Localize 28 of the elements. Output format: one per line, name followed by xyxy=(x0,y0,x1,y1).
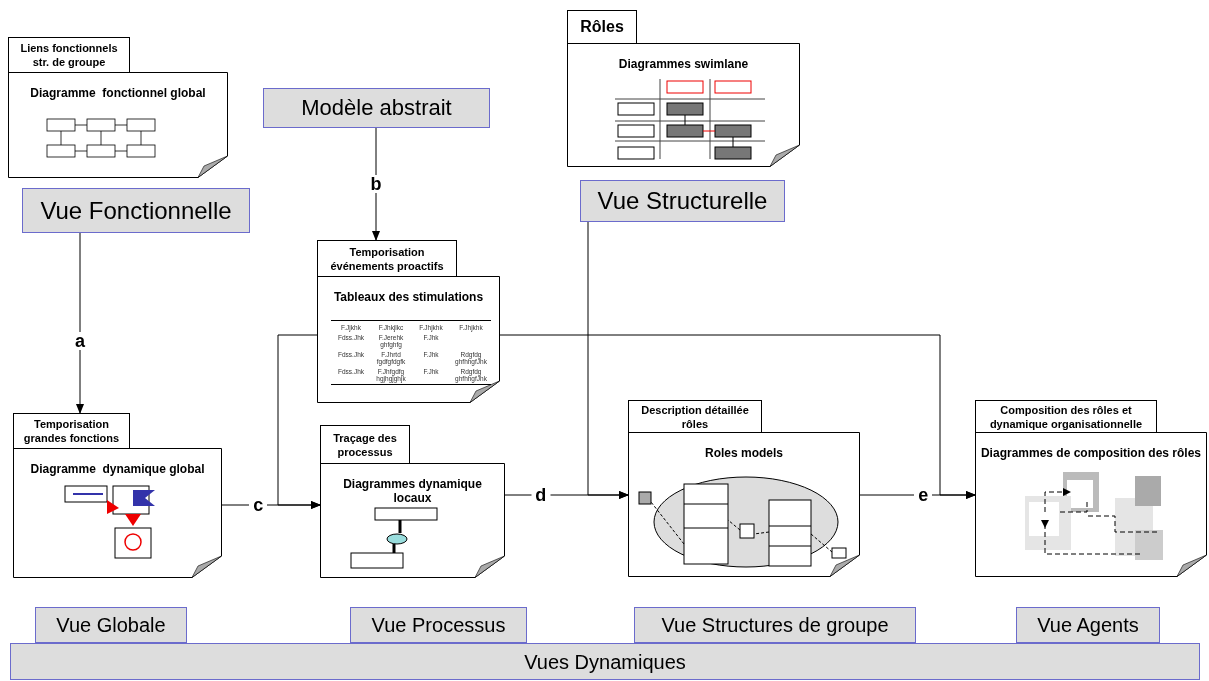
tab-heading: Composition des rôles et dynamique organisationnelle xyxy=(975,400,1157,433)
connector-arrow xyxy=(587,221,629,499)
connector-arrow xyxy=(372,127,380,241)
node-label: Diagrammes de composition des rôles xyxy=(979,446,1203,460)
view-label-box: Vue Structures de groupe xyxy=(634,607,916,643)
view-label-box: Vue Structurelle xyxy=(580,180,785,222)
view-label-box: Modèle abstrait xyxy=(263,88,490,128)
tab-heading: Temporisation grandes fonctions xyxy=(13,413,130,449)
tab-heading: Traçage des processus xyxy=(320,425,410,464)
view-label-box: Vue Agents xyxy=(1016,607,1160,643)
node-label: Diagramme dynamique global xyxy=(29,462,206,476)
tab-heading: Rôles xyxy=(567,10,637,44)
node-label: Roles models xyxy=(704,446,784,460)
node-label: Diagrammes swimlane xyxy=(617,57,750,71)
view-label-box: Vue Processus xyxy=(350,607,527,643)
node-label: Diagramme fonctionnel global xyxy=(29,86,207,100)
node-label: Tableaux des stimulations xyxy=(332,290,485,304)
tab-heading: Temporisation événements proactifs xyxy=(317,240,457,277)
connector-arrow xyxy=(277,334,321,509)
tab-heading: Description détaillée rôles xyxy=(628,400,762,433)
node-label: Diagrammes dynamique locaux xyxy=(342,477,483,505)
view-label-box: Vue Fonctionnelle xyxy=(22,188,250,233)
title-band: Vues Dynamiques xyxy=(10,643,1200,680)
edge-label: d xyxy=(531,486,551,504)
tab-heading: Liens fonctionnels str. de groupe xyxy=(8,37,130,73)
connector-arrow xyxy=(76,232,84,414)
view-label-box: Vue Globale xyxy=(35,607,187,643)
connector-arrow xyxy=(499,334,976,499)
